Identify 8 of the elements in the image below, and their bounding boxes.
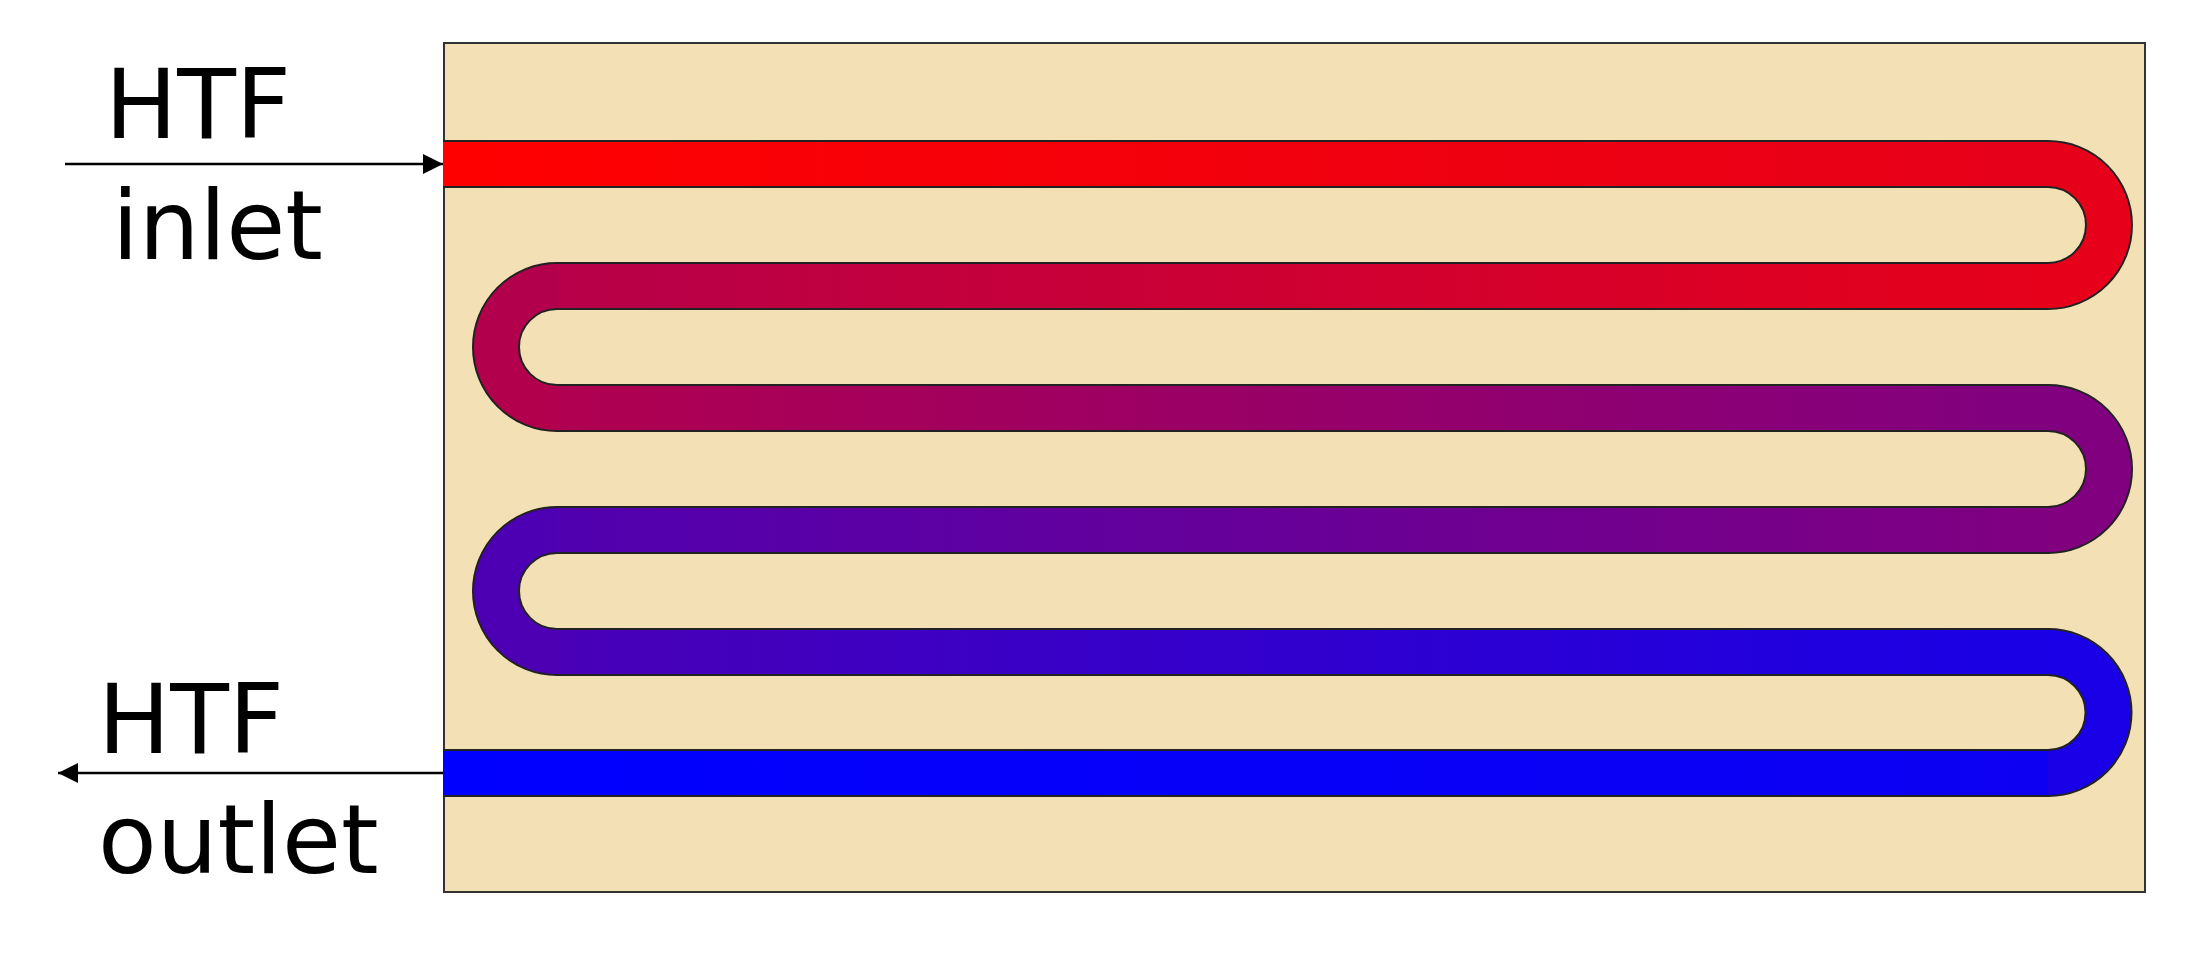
arrow [58, 763, 443, 783]
plate [443, 42, 2146, 893]
flow-label: HTF [105, 57, 292, 153]
serpentine-pipe [443, 140, 2133, 797]
flow-label: outlet [98, 792, 379, 888]
flow-label: HTF [98, 672, 285, 768]
arrow [65, 154, 443, 174]
flow-label: inlet [112, 178, 323, 274]
